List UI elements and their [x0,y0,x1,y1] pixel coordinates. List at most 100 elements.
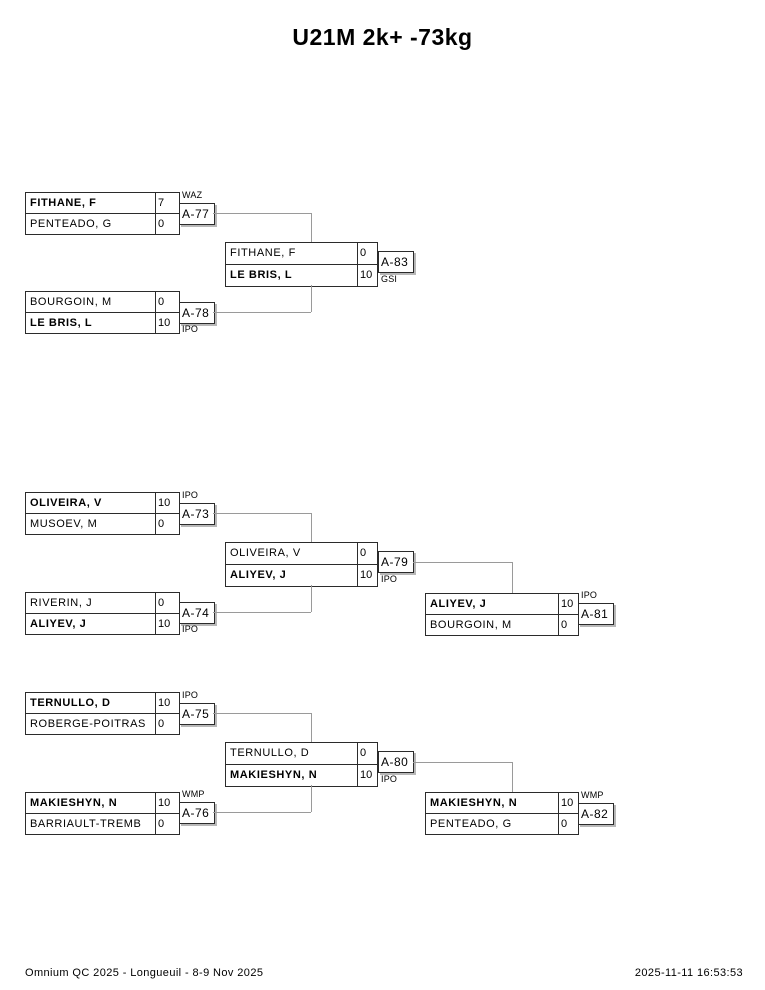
player-row: MAKIESHYN, N 10 [226,764,377,786]
player-name: ALIYEV, J [230,569,287,581]
connector-line [311,513,312,542]
player-name: TERNULLO, D [230,747,310,759]
connector-line [213,213,311,214]
player-row: BOURGOIN, M 0 [426,614,578,635]
player-score: 10 [155,793,179,813]
player-score: 7 [155,193,179,213]
player-row: LE BRIS, L 10 [226,264,377,286]
player-score: 0 [155,214,179,234]
connector-line [213,312,311,313]
match-a74-code-tag: A-74 [179,602,215,624]
match-a81-box: ALIYEV, J 10 BOURGOIN, M 0 [425,593,579,636]
player-name: PENTEADO, G [30,218,112,230]
player-name: BARRIAULT-TREMB [30,818,142,830]
player-row: ROBERGE-POITRAS 0 [26,713,179,734]
result-type-label: IPO [182,690,199,700]
player-name: MUSOEV, M [30,518,98,530]
match-a79-code-tag: A-79 [378,551,414,573]
player-score: 10 [357,565,377,586]
player-score: 0 [357,243,377,264]
connector-line [213,713,311,714]
player-row: PENTEADO, G 0 [26,213,179,234]
player-name: LE BRIS, L [230,269,293,281]
result-type-label: WMP [182,789,205,799]
match-a78-code-tag: A-78 [179,302,215,324]
connector-line [413,562,512,563]
player-name: TERNULLO, D [30,697,111,709]
match-a73-code-tag: A-73 [179,503,215,525]
player-row: ALIYEV, J 10 [426,594,578,614]
match-a74-box: RIVERIN, J 0 ALIYEV, J 10 [25,592,180,635]
player-name: LE BRIS, L [30,317,93,329]
player-name: ALIYEV, J [30,618,87,630]
result-type-label: IPO [182,490,199,500]
match-a78-box: BOURGOIN, M 0 LE BRIS, L 10 [25,291,180,334]
player-name: MAKIESHYN, N [30,797,118,809]
player-name: RIVERIN, J [30,597,93,609]
player-row: OLIVEIRA, V 10 [26,493,179,513]
player-name: FITHANE, F [30,197,97,209]
player-name: OLIVEIRA, V [30,497,102,509]
player-row: TERNULLO, D 0 [226,743,377,764]
player-row: BOURGOIN, M 0 [26,292,179,312]
player-row: FITHANE, F 0 [226,243,377,264]
player-row: OLIVEIRA, V 0 [226,543,377,564]
result-type-label: WAZ [182,190,203,200]
connector-line [311,585,312,612]
match-a82-code-tag: A-82 [578,803,614,825]
player-score: 0 [155,593,179,613]
footer-timestamp: 2025-11-11 16:53:53 [634,967,743,979]
player-score: 0 [155,514,179,534]
player-row: ALIYEV, J 10 [26,613,179,634]
match-a81-code-tag: A-81 [578,603,614,625]
result-type-label: IPO [581,590,598,600]
match-a80-code-tag: A-80 [378,751,414,773]
player-row: MAKIESHYN, N 10 [26,793,179,813]
player-score: 10 [558,594,578,614]
player-score: 0 [558,814,578,834]
result-type-label: IPO [381,574,398,584]
connector-line [413,762,512,763]
result-type-label: WMP [581,790,604,800]
player-score: 10 [357,765,377,786]
connector-line [311,285,312,312]
player-score: 10 [155,493,179,513]
match-a82-box: MAKIESHYN, N 10 PENTEADO, G 0 [425,792,579,835]
match-a79-box: OLIVEIRA, V 0 ALIYEV, J 10 [225,542,378,587]
player-name: OLIVEIRA, V [230,547,301,559]
player-score: 10 [357,265,377,286]
player-row: FITHANE, F 7 [26,193,179,213]
match-a83-code-tag: A-83 [378,251,414,273]
player-row: TERNULLO, D 10 [26,693,179,713]
player-name: ALIYEV, J [430,598,487,610]
result-type-label: GSI [381,274,398,284]
player-score: 0 [357,543,377,564]
player-row: RIVERIN, J 0 [26,593,179,613]
player-name: MAKIESHYN, N [230,769,318,781]
player-score: 0 [155,292,179,312]
player-row: MAKIESHYN, N 10 [426,793,578,813]
player-score: 0 [558,615,578,635]
connector-line [311,785,312,812]
match-a75-code-tag: A-75 [179,703,215,725]
player-row: MUSOEV, M 0 [26,513,179,534]
result-type-label: IPO [182,624,199,634]
player-score: 10 [155,693,179,713]
result-type-label: IPO [182,324,199,334]
connector-line [512,762,513,792]
match-a77-code-tag: A-77 [179,203,215,225]
match-a76-box: MAKIESHYN, N 10 BARRIAULT-TREMB 0 [25,792,180,835]
connector-line [512,562,513,593]
match-a76-code-tag: A-76 [179,802,215,824]
player-score: 10 [558,793,578,813]
player-name: ROBERGE-POITRAS [30,718,146,730]
match-a80-box: TERNULLO, D 0 MAKIESHYN, N 10 [225,742,378,787]
player-score: 10 [155,614,179,634]
connector-line [213,513,311,514]
player-row: BARRIAULT-TREMB 0 [26,813,179,834]
match-a77-box: FITHANE, F 7 PENTEADO, G 0 [25,192,180,235]
page-title: U21M 2k+ -73kg [292,24,473,50]
player-row: ALIYEV, J 10 [226,564,377,586]
player-name: BOURGOIN, M [30,296,112,308]
